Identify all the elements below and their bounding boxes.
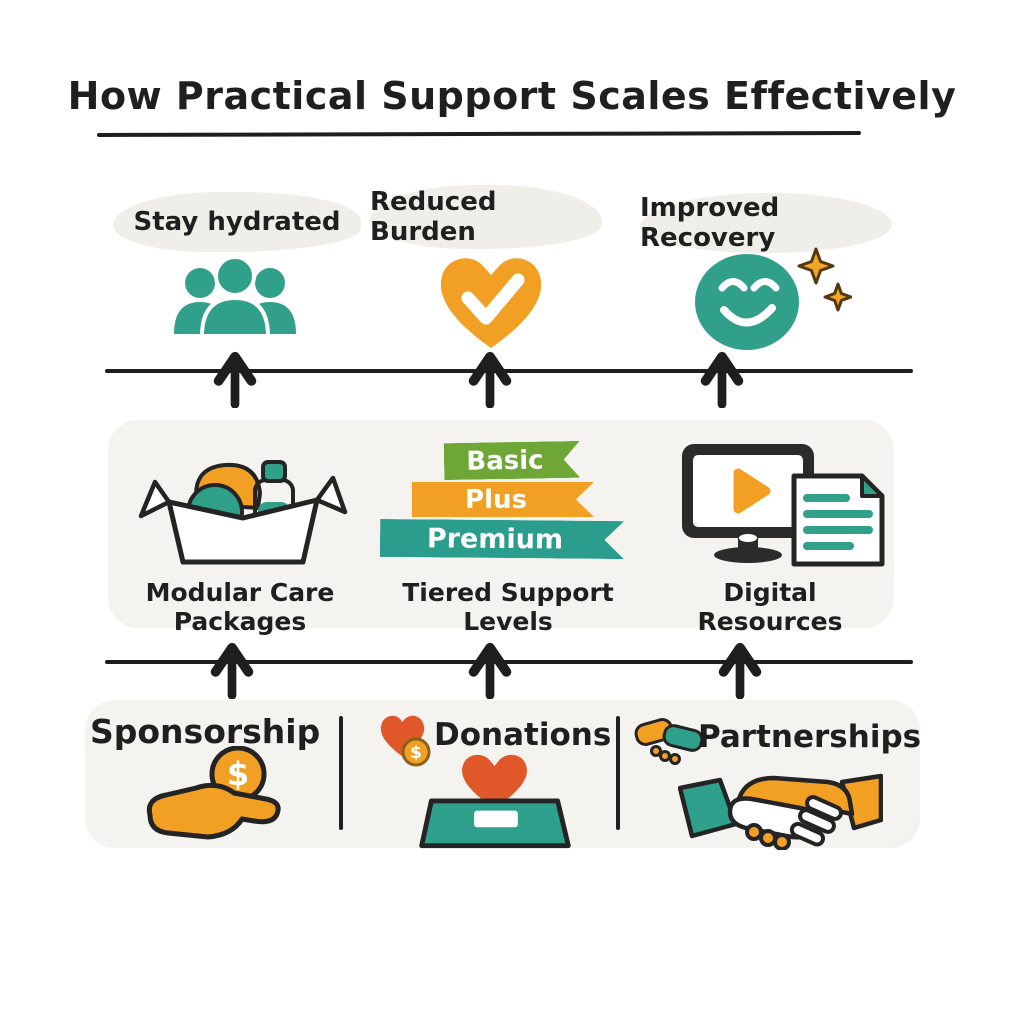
up-arrow-icon: [468, 642, 512, 699]
title-underline: [96, 130, 862, 138]
care-package-box-icon: [138, 460, 348, 565]
heart-check-icon: [440, 258, 542, 348]
coin-dollar-glyph: $: [227, 755, 249, 793]
outcome-recovery-label: Improved Recovery: [640, 193, 780, 253]
program-label-digital-resources: Digital Resources: [697, 578, 843, 636]
people-group-icon: [174, 255, 296, 338]
tier-premium-label: Premium: [426, 522, 564, 556]
outcome-hydration-label: Stay hydrated: [133, 207, 341, 237]
page-title: How Practical Support Scales Effectively: [67, 74, 957, 118]
funding-label-donations: Donations: [434, 717, 612, 753]
tier-ribbon-premium: Premium: [380, 519, 624, 559]
outcome-burden-bubble: Reduced Burden: [370, 185, 602, 249]
program-label-tiered-support: Tiered Support Levels: [402, 578, 614, 636]
up-arrow-icon: [210, 642, 254, 699]
funding-divider: [616, 716, 620, 830]
funding-label-sponsorship: Sponsorship: [90, 712, 321, 751]
tier-basic-label: Basic: [466, 444, 544, 477]
connector-line-top: [105, 369, 913, 373]
outcome-hydration-bubble: Stay hydrated: [113, 192, 361, 252]
up-arrow-icon: [718, 642, 762, 699]
funding-label-partnerships: Partnerships: [698, 719, 922, 755]
sparkle-icon: [797, 247, 852, 312]
up-arrow-icon: [213, 351, 257, 408]
tier-ribbon-basic: Basic: [444, 441, 581, 480]
monitor-document-icon: [682, 444, 885, 567]
donation-box-icon: [419, 754, 571, 849]
smiley-sparkles-icon: [695, 247, 852, 350]
handshake-small-icon: [634, 718, 704, 765]
coin-dollar-glyph: $: [410, 743, 422, 763]
play-icon: [733, 468, 771, 514]
handshake-icon: [678, 773, 883, 850]
program-label-care-packages: Modular Care Packages: [145, 578, 335, 636]
tier-plus-label: Plus: [465, 484, 527, 515]
hand-coin-icon: $: [146, 746, 281, 840]
outcome-burden-label: Reduced Burden: [370, 187, 497, 247]
up-arrow-icon: [700, 351, 744, 408]
tier-ribbon-plus: Plus: [412, 482, 594, 517]
funding-divider: [339, 716, 343, 830]
heart-coin-icon: $: [380, 715, 431, 767]
up-arrow-icon: [468, 351, 512, 408]
outcome-recovery-bubble: Improved Recovery: [640, 193, 892, 253]
connector-line-bottom: [105, 660, 913, 664]
